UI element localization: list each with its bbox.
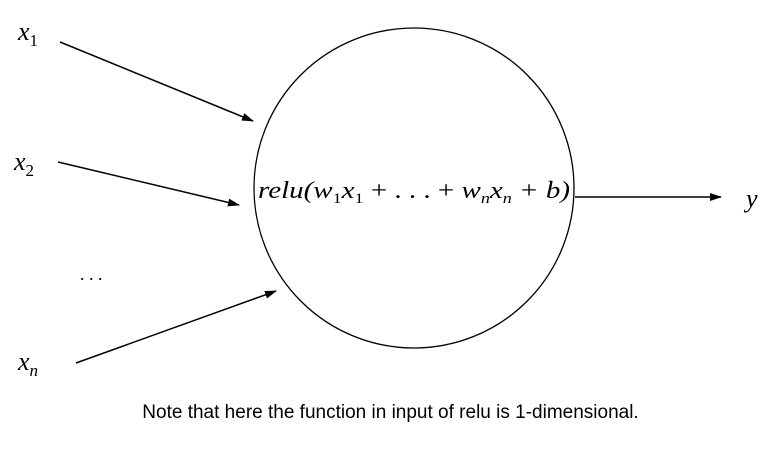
output-label-y: y <box>743 184 758 213</box>
ellipsis: . . . <box>80 264 103 284</box>
caption: Note that here the function in input of … <box>142 402 639 423</box>
input-label-x1: x1 <box>17 17 38 50</box>
input-label-x2: x2 <box>13 147 34 180</box>
input-arrow-xn <box>75 290 277 364</box>
input-arrow-x1 <box>59 41 254 122</box>
input-label-xn: xn <box>17 347 38 380</box>
input-arrow-x2 <box>57 161 240 207</box>
neuron-circle <box>253 27 575 349</box>
